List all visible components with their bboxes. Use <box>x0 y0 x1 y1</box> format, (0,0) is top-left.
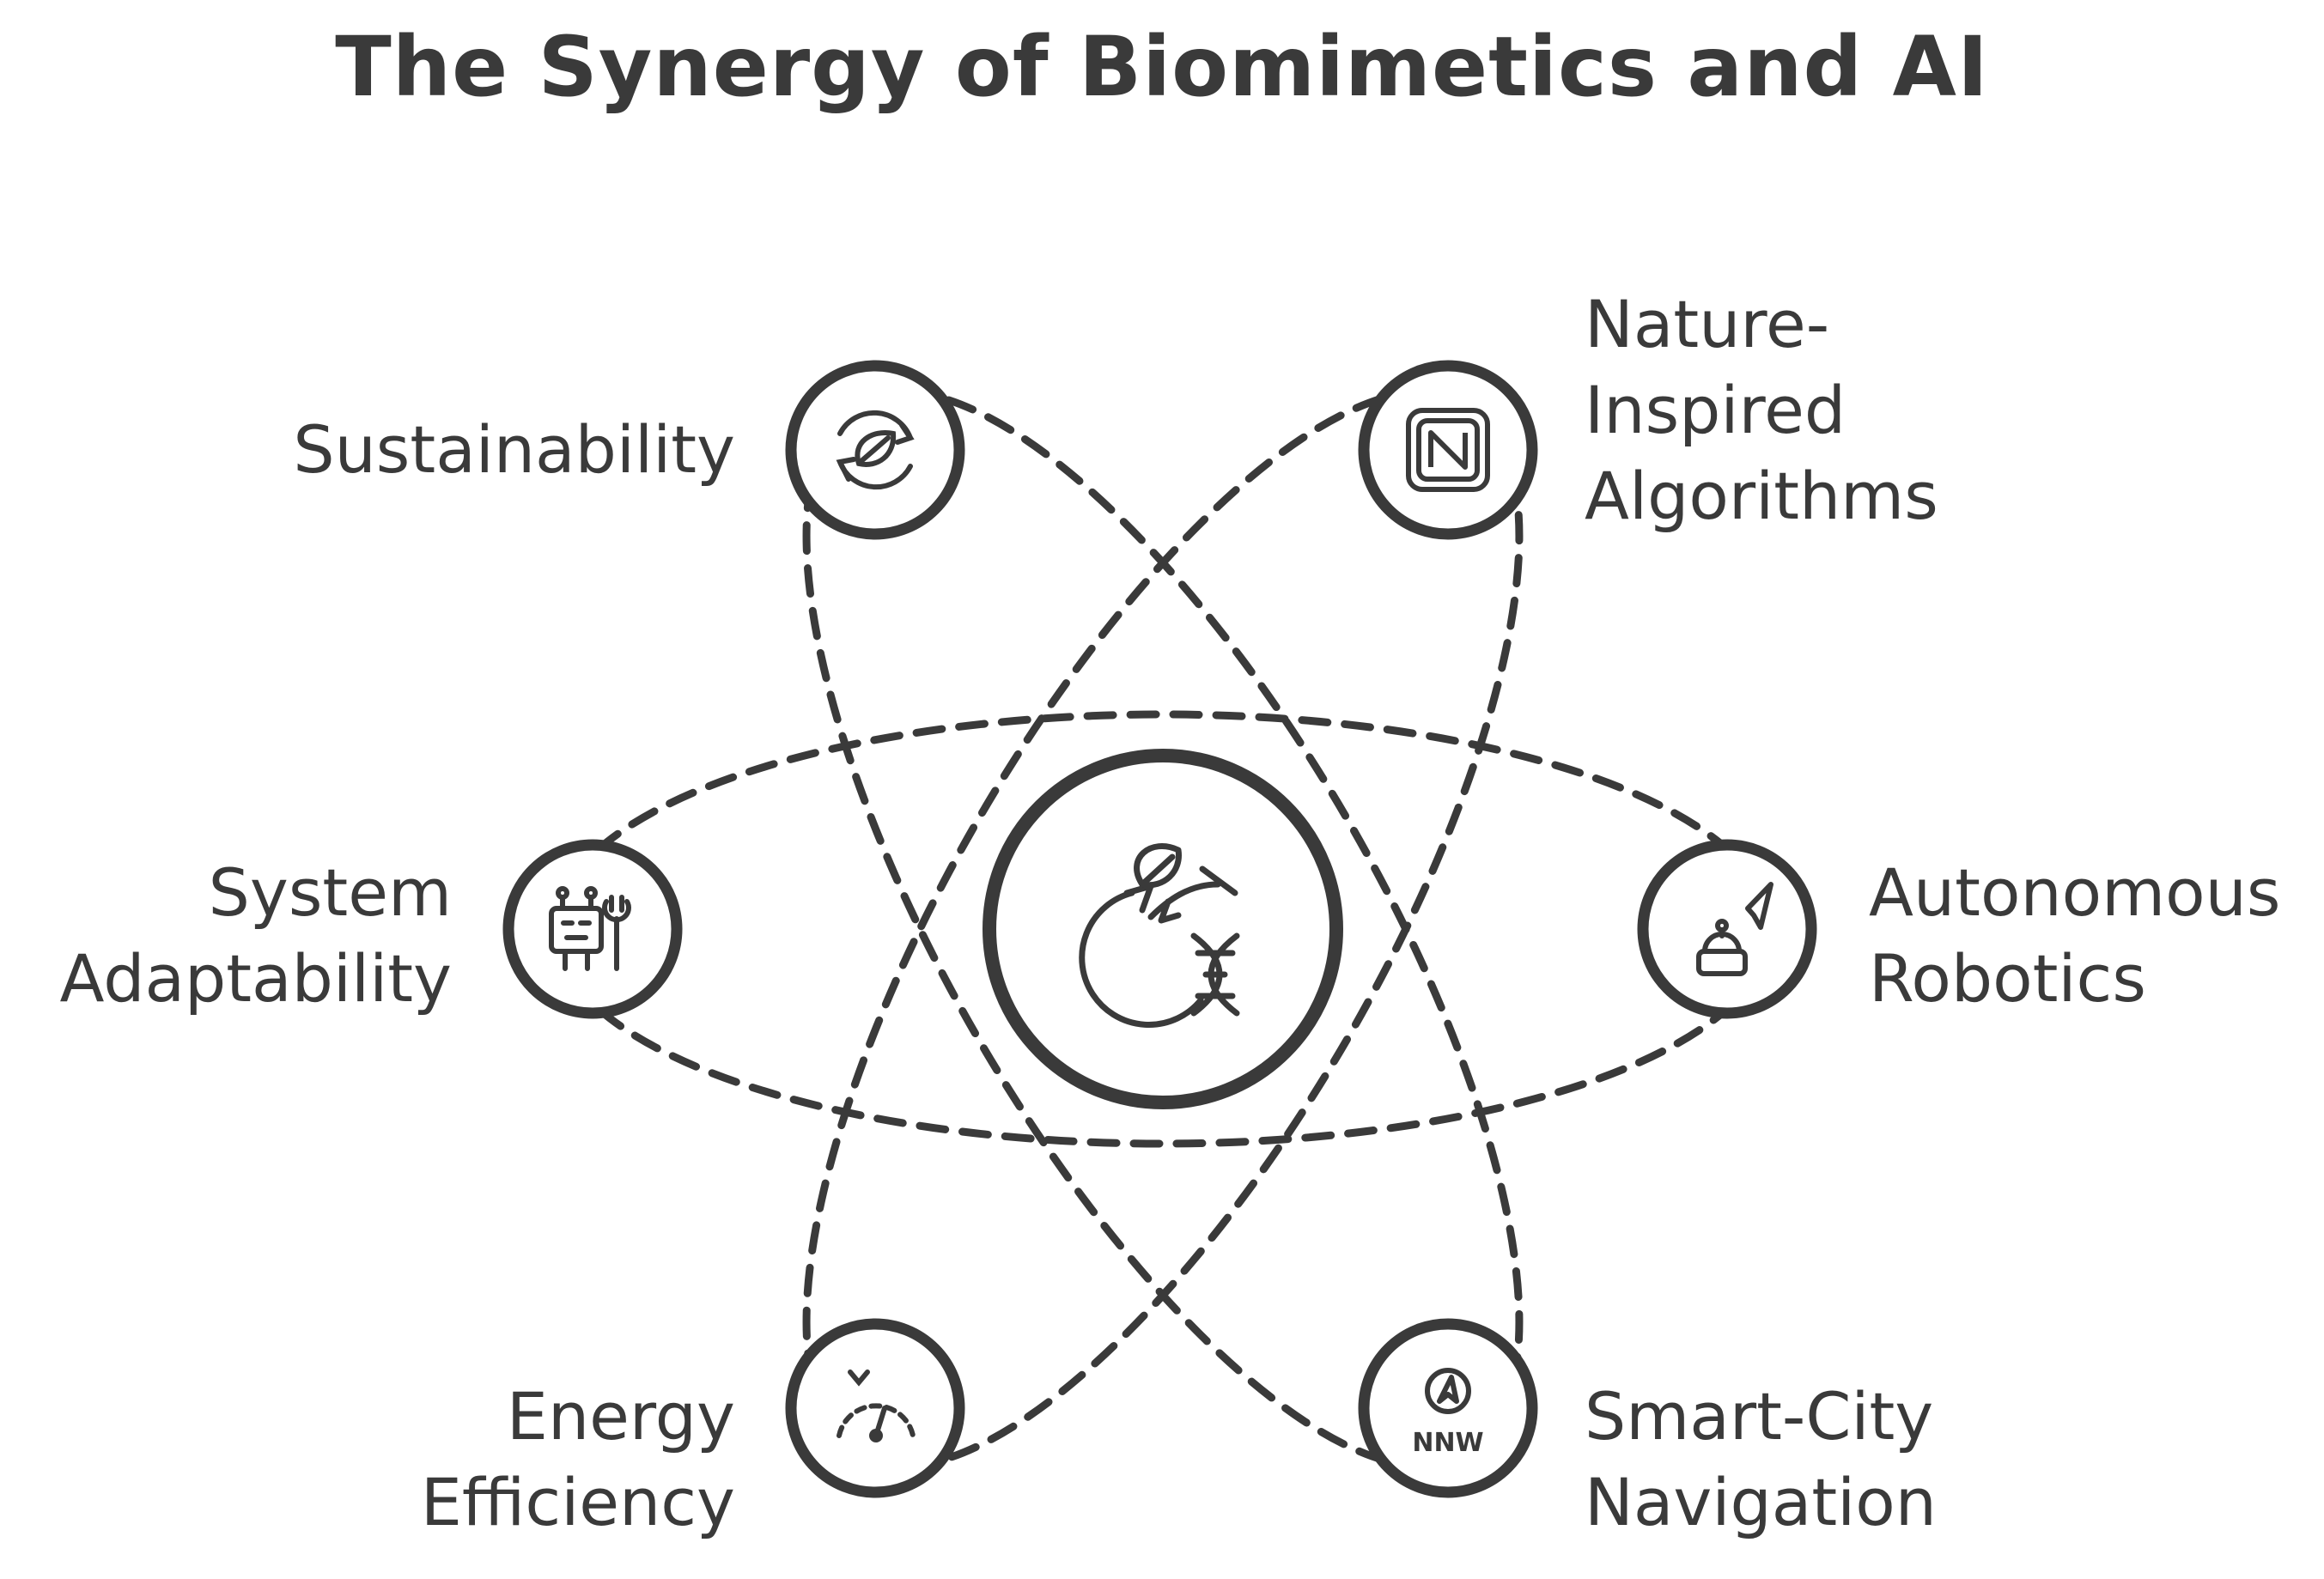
label-system-adaptability: System Adaptability <box>60 850 452 1022</box>
label-line: Inspired <box>1585 372 1846 448</box>
label-nature-inspired-algorithms: Nature- Inspired Algorithms <box>1585 282 1938 539</box>
label-smart-city-navigation: Smart-City Navigation <box>1585 1374 1937 1546</box>
node-nature-inspired-algorithms <box>1358 360 1538 540</box>
n-network-icon <box>1406 408 1490 492</box>
biomimetics-ai-icon <box>1079 843 1240 1028</box>
node-sustainability <box>785 360 965 540</box>
node-autonomous-robotics <box>1637 839 1817 1019</box>
label-line: Nature- <box>1585 286 1830 362</box>
label-autonomous-robotics: Autonomous Robotics <box>1869 850 2280 1022</box>
leaf-cycle-icon <box>836 410 915 490</box>
label-line: Navigation <box>1585 1464 1937 1540</box>
label-line: Robotics <box>1869 940 2146 1017</box>
center-node <box>983 749 1343 1109</box>
label-line: Sustainability <box>293 411 735 488</box>
label-line: Autonomous <box>1869 854 2281 931</box>
label-line: System <box>208 854 452 931</box>
label-line: Adaptability <box>59 940 452 1017</box>
label-sustainability: Sustainability <box>293 407 735 493</box>
node-energy-efficiency <box>785 1318 965 1498</box>
node-smart-city-navigation: NNW <box>1358 1318 1538 1498</box>
compass-label: NNW <box>1412 1428 1483 1458</box>
label-line: Smart-City <box>1585 1378 1934 1455</box>
node-system-adaptability <box>502 839 683 1019</box>
robot-navigation-icon <box>1696 882 1773 976</box>
gauge-icon <box>837 1369 916 1442</box>
label-line: Algorithms <box>1585 458 1938 534</box>
label-line: Energy <box>506 1378 735 1455</box>
robot-wrench-icon <box>549 886 631 971</box>
compass-nnw-icon <box>1425 1368 1471 1414</box>
label-energy-efficiency: Energy Efficiency <box>421 1374 735 1546</box>
diagram-title: The Synergy of Biomimetics and AI <box>335 19 1989 115</box>
label-line: Efficiency <box>420 1464 735 1540</box>
